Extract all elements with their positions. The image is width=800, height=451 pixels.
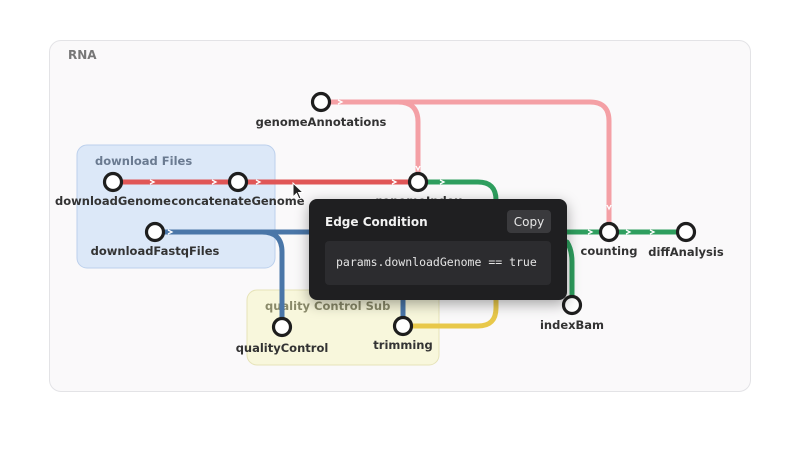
node-label-indexBam: indexBam (540, 318, 604, 332)
edge-genomeAnnotations-counting[interactable] (318, 99, 612, 235)
node-genomeAnnotations[interactable] (310, 91, 332, 113)
node-trimming[interactable] (392, 315, 414, 337)
edge-condition-popup: Edge Condition Copy params.downloadGenom… (309, 199, 567, 300)
node-label-concatenateGenome: concatenateGenome (171, 194, 304, 208)
node-label-counting: counting (581, 244, 638, 258)
node-label-downloadFastqFiles: downloadFastqFiles (91, 244, 220, 258)
edge-trimming-out[interactable] (400, 297, 499, 329)
edge-genomeIndex-counting[interactable] (415, 179, 499, 203)
edge-to-indexBam[interactable] (564, 239, 575, 308)
node-downloadGenome[interactable] (102, 171, 124, 193)
node-indexBam[interactable] (561, 294, 583, 316)
node-label-genomeAnnotations: genomeAnnotations (256, 115, 387, 129)
condition-code: params.downloadGenome == true (336, 255, 537, 269)
node-label-trimming: trimming (373, 338, 432, 352)
edge-genomeAnnotations-genomeIndex[interactable] (318, 99, 421, 184)
edge-arrows (149, 99, 656, 235)
node-diffAnalysis[interactable] (675, 221, 697, 243)
group-download-files[interactable] (76, 144, 276, 269)
node-concatenateGenome[interactable] (227, 171, 249, 193)
node-label-downloadGenome: downloadGenome (55, 194, 171, 208)
node-genomeIndex[interactable] (407, 171, 429, 193)
node-counting[interactable] (598, 221, 620, 243)
node-label-qualityControl: qualityControl (236, 341, 329, 355)
node-label-diffAnalysis: diffAnalysis (648, 245, 724, 259)
mouse-cursor-icon (292, 182, 305, 200)
condition-code-box: params.downloadGenome == true (325, 241, 551, 285)
copy-button[interactable]: Copy (507, 210, 551, 233)
group-label-download-files: download Files (95, 154, 192, 168)
node-qualityControl[interactable] (271, 316, 293, 338)
group-label-quality-control-sub: quality Control Sub (265, 299, 390, 313)
workflow-title: RNA (68, 48, 97, 62)
node-downloadFastqFiles[interactable] (144, 221, 166, 243)
popup-title: Edge Condition (325, 215, 428, 229)
